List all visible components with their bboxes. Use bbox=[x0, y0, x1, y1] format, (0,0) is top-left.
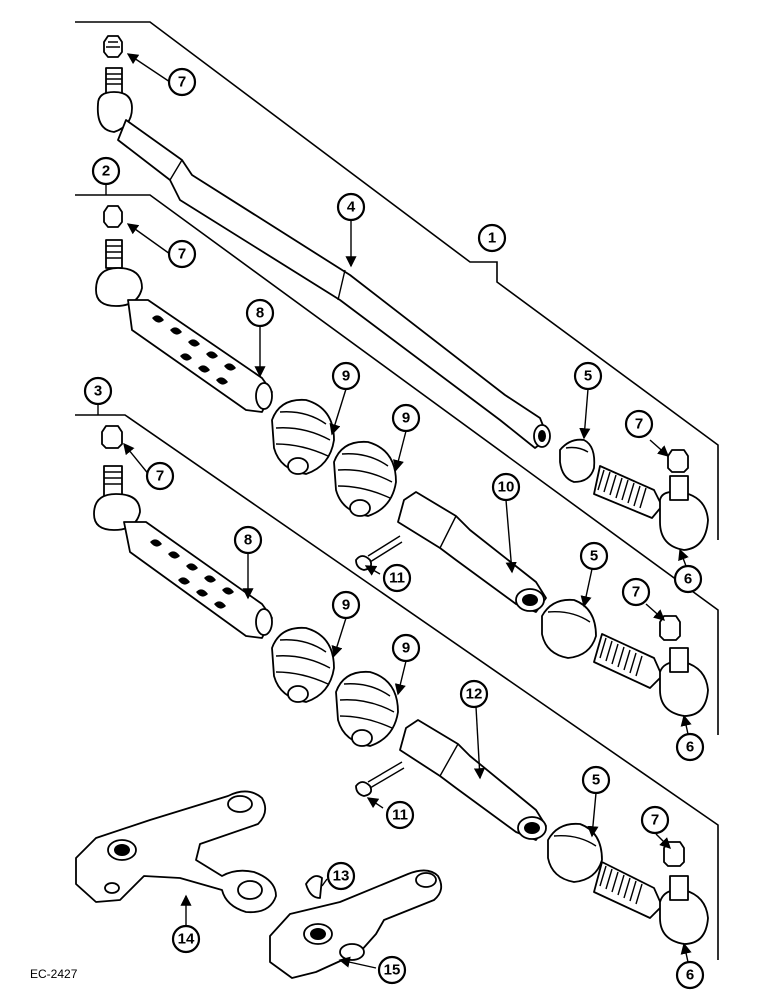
callout-15: 15 bbox=[377, 955, 407, 985]
svg-text:13: 13 bbox=[333, 868, 350, 885]
svg-text:1: 1 bbox=[488, 230, 496, 247]
callout-5b: 5 bbox=[579, 541, 609, 571]
svg-text:6: 6 bbox=[686, 739, 694, 756]
castle-nut-top bbox=[103, 35, 123, 58]
sleeve-10 bbox=[397, 491, 547, 613]
callout-7d: 7 bbox=[624, 409, 654, 439]
callout-10: 10 bbox=[491, 472, 521, 502]
assembly-3-bracket bbox=[75, 414, 719, 960]
callout-7c: 7 bbox=[145, 461, 175, 491]
callout-1: 1 bbox=[477, 223, 507, 253]
callout-9c: 9 bbox=[331, 590, 361, 620]
svg-text:7: 7 bbox=[178, 246, 186, 263]
svg-text:8: 8 bbox=[256, 305, 264, 322]
callout-5c: 5 bbox=[581, 765, 611, 795]
callout-2: 2 bbox=[91, 156, 121, 186]
assembly-2-bracket bbox=[75, 194, 719, 735]
sleeve-12 bbox=[399, 719, 547, 841]
callout-7b: 7 bbox=[167, 239, 197, 269]
svg-text:5: 5 bbox=[590, 548, 598, 565]
tube-8-bottom bbox=[123, 521, 273, 639]
tie-rod-end-left-bottom bbox=[93, 465, 141, 531]
boot-9b bbox=[333, 440, 397, 517]
svg-text:7: 7 bbox=[651, 812, 659, 829]
svg-text:9: 9 bbox=[342, 368, 350, 385]
threaded-end-right-mid bbox=[593, 633, 709, 717]
figure-ref: EC-2427 bbox=[30, 967, 78, 981]
svg-text:6: 6 bbox=[684, 571, 692, 588]
callout-12: 12 bbox=[459, 679, 489, 709]
threaded-end-right-top bbox=[593, 465, 709, 551]
callout-14: 14 bbox=[171, 924, 201, 954]
clamp-5-mid bbox=[541, 598, 597, 659]
svg-text:3: 3 bbox=[94, 383, 102, 400]
svg-text:10: 10 bbox=[498, 479, 515, 496]
svg-text:4: 4 bbox=[347, 199, 356, 216]
callout-9b: 9 bbox=[391, 403, 421, 433]
callout-11a: 11 bbox=[382, 563, 412, 593]
callout-4: 4 bbox=[336, 192, 366, 222]
tube-4 bbox=[117, 119, 551, 449]
callout-7f: 7 bbox=[640, 805, 670, 835]
callout-8b: 8 bbox=[233, 525, 263, 555]
svg-text:11: 11 bbox=[392, 807, 408, 824]
callout-7e: 7 bbox=[621, 577, 651, 607]
svg-text:8: 8 bbox=[244, 532, 252, 549]
svg-text:7: 7 bbox=[632, 584, 640, 601]
svg-text:7: 7 bbox=[156, 468, 164, 485]
boot-9c bbox=[271, 626, 335, 703]
castle-nut-mid bbox=[103, 205, 123, 228]
callout-5a: 5 bbox=[573, 361, 603, 391]
callout-9a: 9 bbox=[331, 361, 361, 391]
steering-arm-15 bbox=[269, 869, 443, 979]
tie-rod-end-left-mid bbox=[95, 239, 143, 307]
threaded-end-right-bottom bbox=[593, 861, 709, 945]
svg-text:6: 6 bbox=[686, 967, 694, 984]
castle-nut-bottom bbox=[101, 425, 123, 449]
steering-arm-14 bbox=[75, 790, 277, 914]
callout-7a: 7 bbox=[167, 67, 197, 97]
svg-text:2: 2 bbox=[102, 163, 110, 180]
svg-text:12: 12 bbox=[466, 686, 483, 703]
callout-13: 13 bbox=[326, 861, 356, 891]
svg-text:14: 14 bbox=[178, 931, 195, 948]
svg-text:9: 9 bbox=[342, 597, 350, 614]
callout-6a: 6 bbox=[673, 564, 703, 594]
key-13 bbox=[305, 875, 323, 899]
svg-text:9: 9 bbox=[402, 410, 410, 427]
svg-text:15: 15 bbox=[384, 962, 401, 979]
svg-text:5: 5 bbox=[584, 368, 592, 385]
svg-text:11: 11 bbox=[389, 570, 405, 587]
callout-11b: 11 bbox=[385, 800, 415, 830]
boot-9d bbox=[335, 670, 399, 747]
svg-text:7: 7 bbox=[635, 416, 643, 433]
castle-nut-right-mid bbox=[659, 615, 681, 641]
callout-9d: 9 bbox=[391, 633, 421, 663]
svg-text:5: 5 bbox=[592, 772, 600, 789]
cotter-pin-11b bbox=[355, 761, 405, 797]
tube-8-mid bbox=[127, 299, 273, 413]
assembly-1-bracket bbox=[75, 21, 719, 540]
clamp-5-top bbox=[559, 438, 596, 483]
callout-6b: 6 bbox=[675, 732, 705, 762]
callout-6c: 6 bbox=[675, 960, 705, 990]
tie-rod-end-left-top bbox=[96, 67, 133, 133]
clamp-5-bottom bbox=[547, 822, 603, 883]
callout-8a: 8 bbox=[245, 298, 275, 328]
boot-9a bbox=[271, 398, 335, 475]
svg-text:7: 7 bbox=[178, 74, 186, 91]
svg-text:9: 9 bbox=[402, 640, 410, 657]
castle-nut-right-top bbox=[667, 449, 689, 473]
callout-3: 3 bbox=[83, 376, 113, 406]
